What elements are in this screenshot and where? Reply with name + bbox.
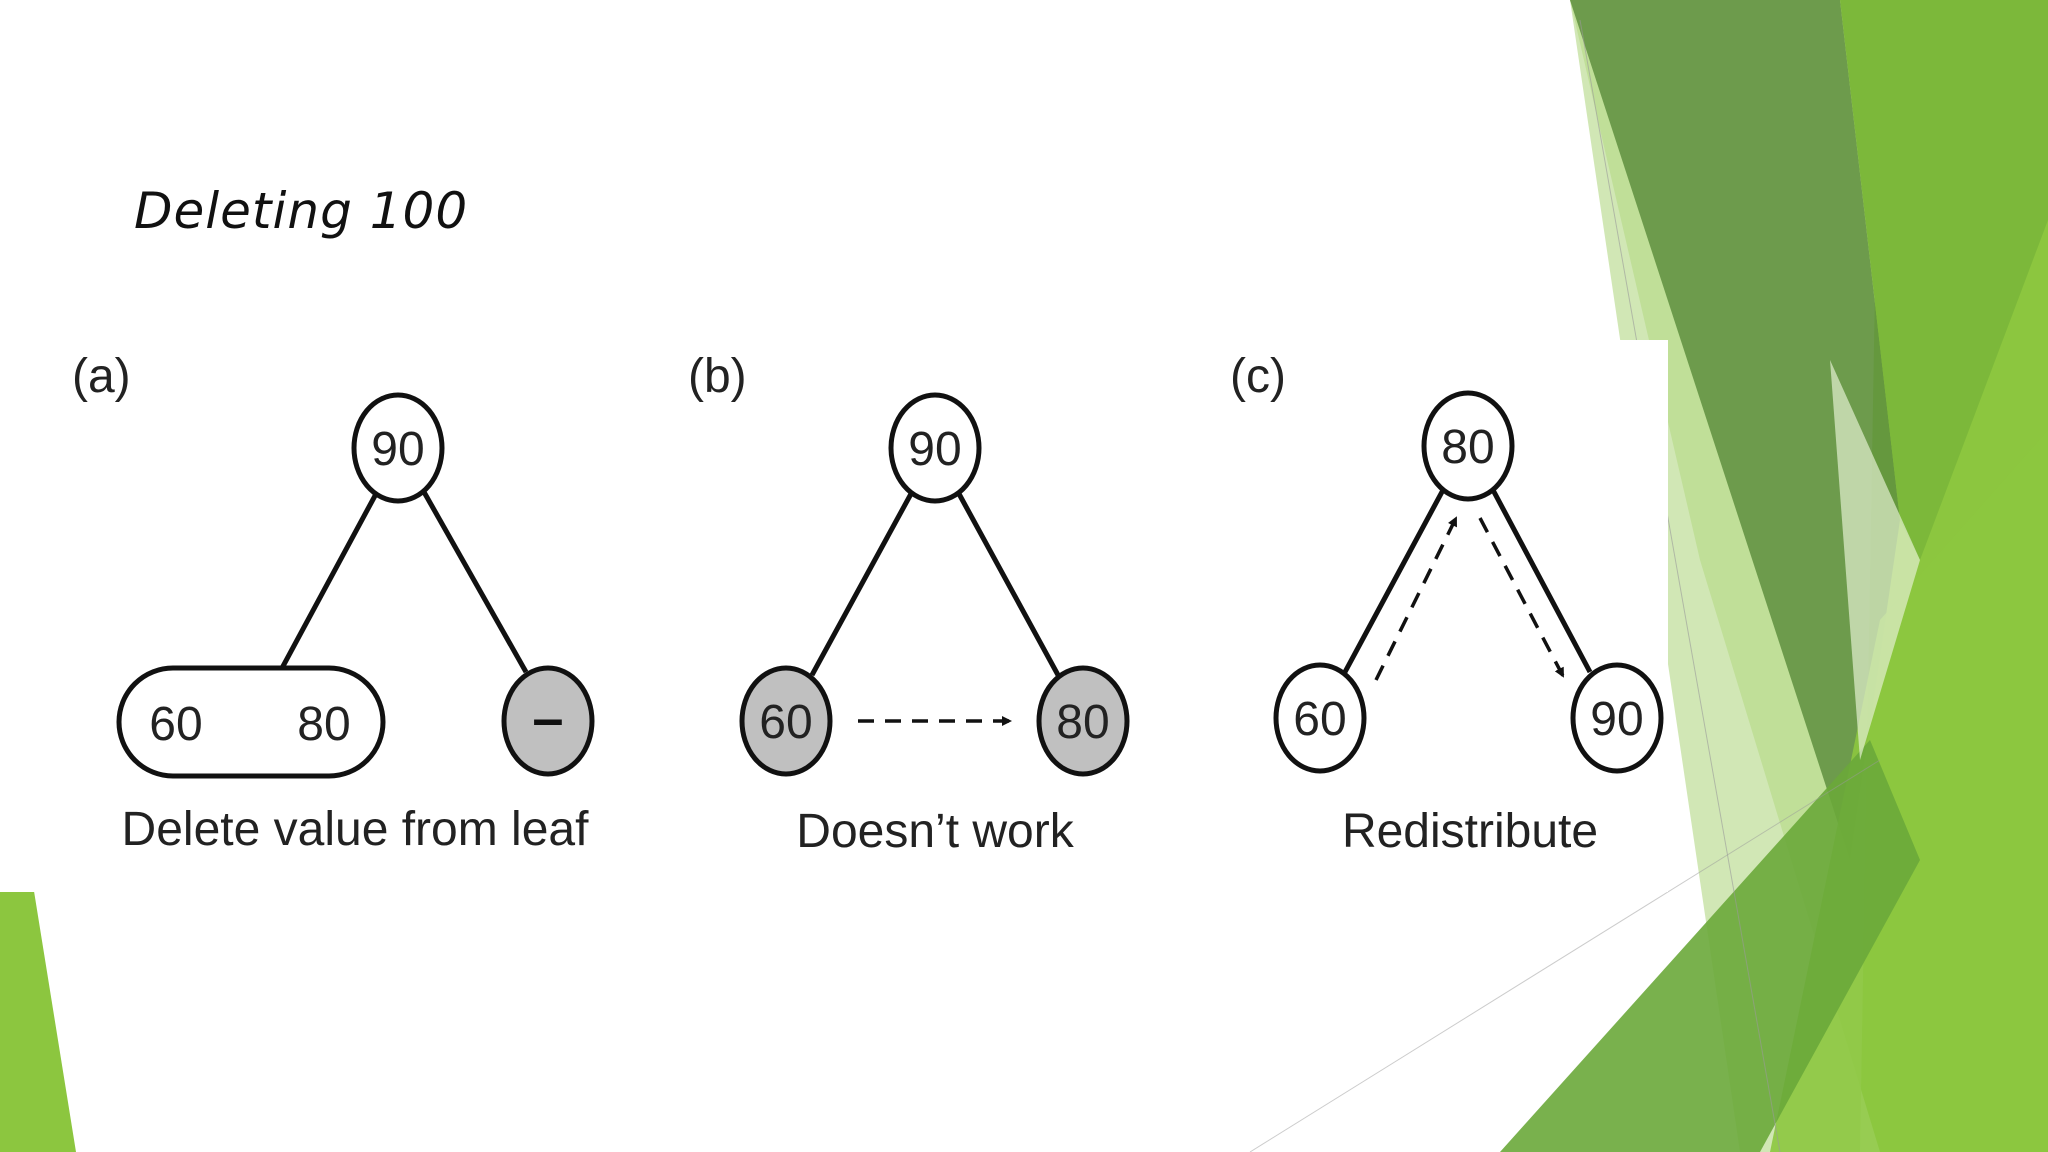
leaf-value: 60: [1293, 693, 1346, 746]
decor-line: [1579, 19, 1781, 1152]
tree-edge: [421, 490, 529, 674]
root-node: [1421, 390, 1515, 502]
tree-edge: [1490, 488, 1593, 674]
slide-title: Deleting 100: [134, 182, 469, 240]
tree-edge: [1342, 488, 1446, 674]
leaf-node-two-values: [116, 665, 386, 779]
panel-b: (b) 90 60 80 Doesn’t work: [688, 350, 1130, 858]
root-node: [888, 392, 982, 504]
right-green-shape-dark: [1570, 0, 1900, 860]
leaf-value: 80: [297, 698, 350, 751]
empty-leaf-node: [501, 665, 595, 777]
leaf-value: 80: [1056, 696, 1109, 749]
root-node-value: 90: [371, 423, 424, 476]
decor-line: [1249, 759, 1881, 1152]
tree-edge: [809, 490, 915, 677]
tree-edge: [279, 490, 380, 670]
dashed-arrow-down: [1478, 517, 1565, 678]
leaf-node: [1273, 662, 1367, 774]
panel-a: (a) 90 60 80 – Delete value from leaf: [72, 350, 595, 856]
dashed-arrow-up: [1374, 516, 1458, 681]
panel-label: (a): [72, 350, 131, 403]
empty-leaf-value: –: [532, 686, 563, 749]
right-green-shape-mid: [1840, 0, 2048, 560]
right-green-shape-lower: [1500, 740, 1920, 1152]
root-node-value: 80: [1441, 421, 1494, 474]
diagram-backdrop: [0, 340, 1668, 892]
panel-caption: Redistribute: [1342, 805, 1598, 858]
leaf-node: [1036, 665, 1130, 777]
root-node: [351, 392, 445, 504]
panel-label: (c): [1230, 350, 1286, 403]
right-green-shape-highlight: [1830, 360, 1920, 760]
panel-label: (b): [688, 350, 747, 403]
tree-edge: [955, 490, 1061, 677]
leaf-node: [1570, 662, 1664, 774]
panel-caption: Delete value from leaf: [122, 803, 590, 856]
panel-caption: Doesn’t work: [796, 805, 1074, 858]
leaf-value: 60: [759, 696, 812, 749]
leaf-value: 60: [149, 698, 202, 751]
panel-c: (c) 80 60 90 Redistribute: [1230, 350, 1664, 858]
leaf-node: [739, 665, 833, 777]
root-node-value: 90: [908, 423, 961, 476]
leaf-value: 90: [1590, 693, 1643, 746]
